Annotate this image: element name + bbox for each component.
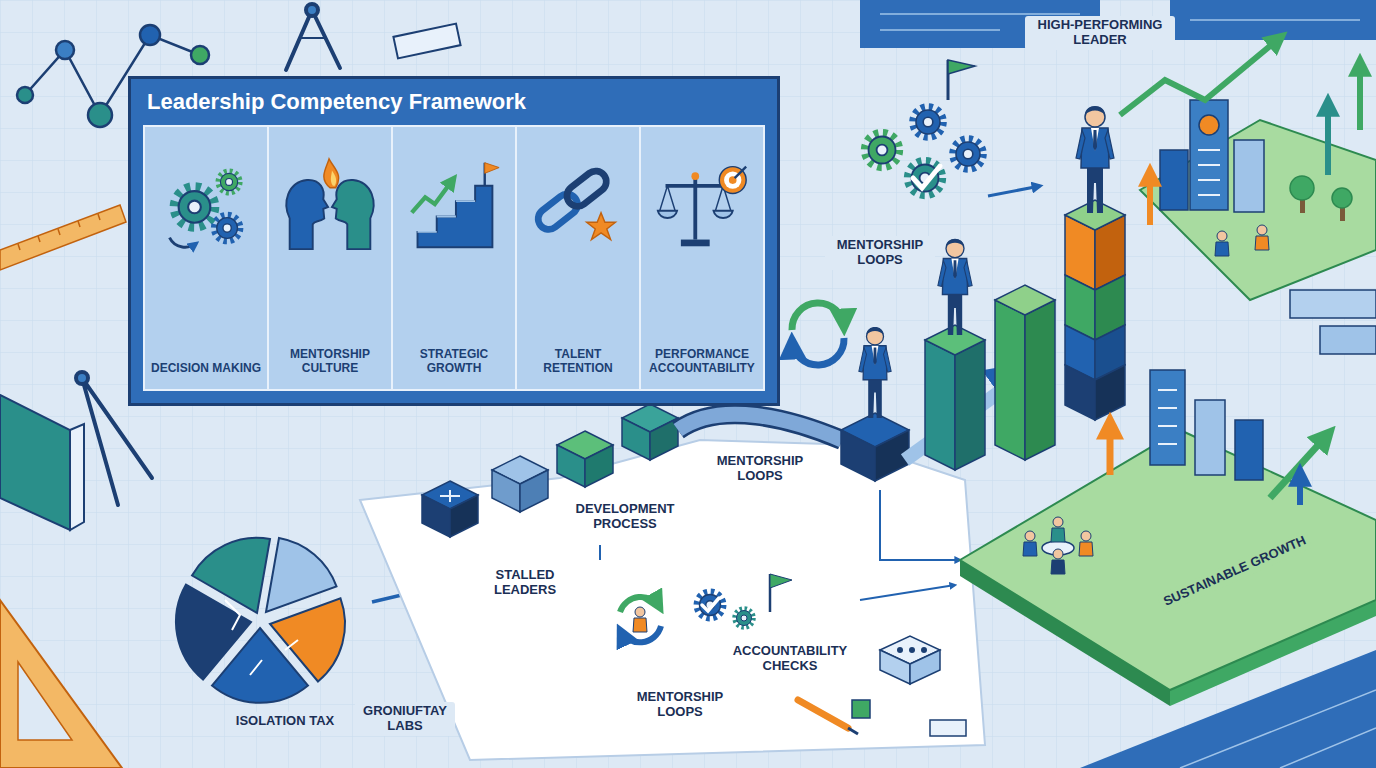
flow-label: DEVELOPMENT PROCESS — [565, 500, 685, 534]
flow-label: SUSTAINABLE GROWTH — [1157, 530, 1313, 613]
flow-label: STALLED LEADERS — [475, 566, 575, 600]
competency-icon — [406, 157, 502, 253]
competency-icon — [530, 157, 626, 253]
book — [0, 395, 84, 530]
ruler — [0, 205, 126, 270]
flow-label: HIGH-PERFORMING LEADER — [1025, 16, 1175, 50]
competency-cell: MENTORSHIP CULTURE — [269, 127, 393, 389]
competency-label: PERFORMANCE ACCOUNTABILITY — [644, 347, 760, 376]
flow-label: MENTORSHIP LOOPS — [705, 452, 815, 486]
stair-bars — [925, 285, 1055, 470]
flow-label: ACCOUNTABILITY CHECKS — [725, 642, 855, 676]
competency-cell: STRATEGIC GROWTH — [393, 127, 517, 389]
competency-icon — [282, 157, 378, 253]
flow-label: ISOLATION TAX — [232, 712, 338, 731]
competency-label: DECISION MAKING — [148, 361, 264, 375]
success-platform — [1120, 36, 1376, 300]
pipe — [678, 414, 842, 440]
competency-row: DECISION MAKING MENTORSHIP CULTURE STRATEG… — [143, 125, 765, 391]
framework-panel: Leadership Competency FrameworkDECISION … — [128, 76, 780, 406]
competency-icon — [654, 157, 750, 253]
leader-tower — [1065, 200, 1125, 420]
broken-pie-chart — [176, 538, 345, 703]
loop-arrows — [792, 303, 844, 365]
competency-label: MENTORSHIP CULTURE — [272, 347, 388, 376]
eraser-block — [393, 24, 460, 59]
growth-platform — [960, 370, 1376, 706]
framework-title: Leadership Competency Framework — [147, 89, 761, 115]
flow-label: MENTORSHIP LOOPS — [625, 688, 735, 722]
competency-cell: PERFORMANCE ACCOUNTABILITY — [641, 127, 763, 389]
drawing-compass — [286, 4, 340, 70]
top-gears — [865, 60, 983, 195]
competency-icon — [158, 157, 254, 253]
competency-cell: DECISION MAKING — [145, 127, 269, 389]
competency-label: TALENT RETENTION — [520, 347, 636, 376]
set-square — [0, 600, 122, 768]
flow-label: GRONIUFTAY LABS — [355, 702, 455, 736]
competency-cell: TALENT RETENTION — [517, 127, 641, 389]
big-cube — [841, 413, 909, 481]
blueprint-sheets — [860, 0, 1376, 768]
competency-label: STRATEGIC GROWTH — [396, 347, 512, 376]
flow-label: MENTORSHIP LOOPS — [825, 236, 935, 270]
accountability-cluster — [620, 574, 792, 642]
